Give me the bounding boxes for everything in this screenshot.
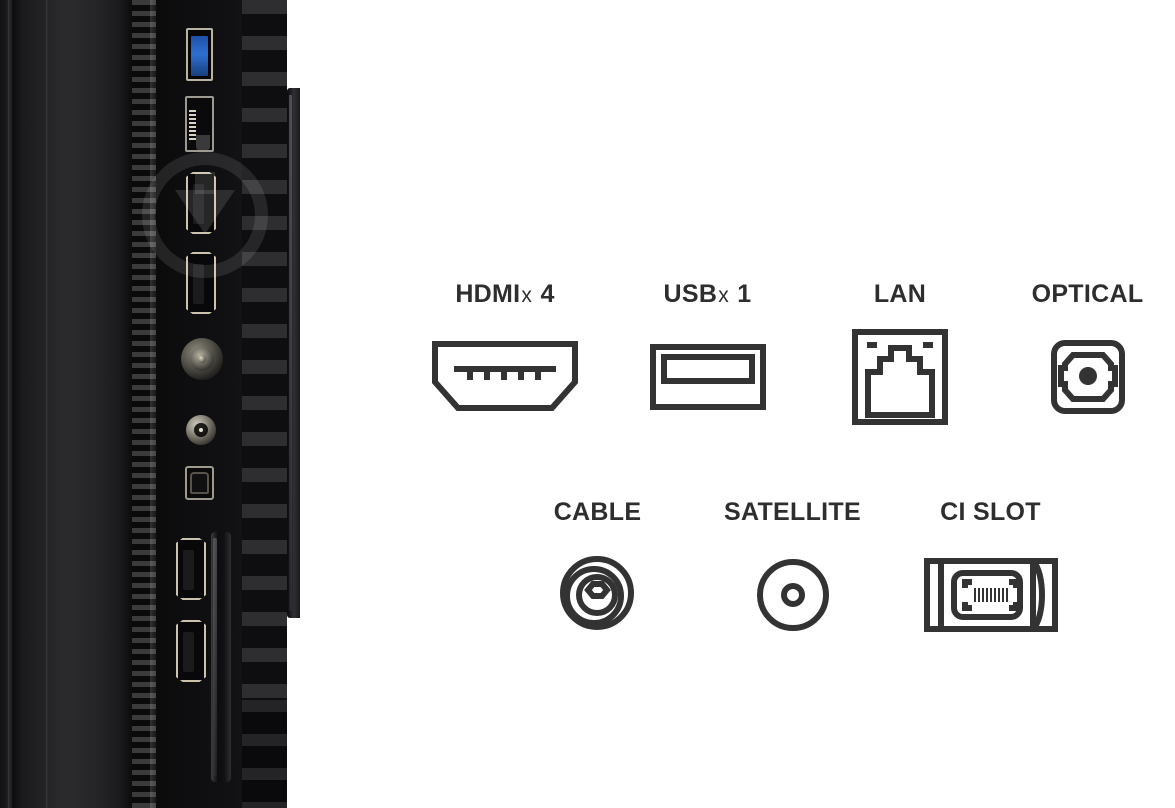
optical-label-text: OPTICAL — [1031, 280, 1144, 308]
spec-item-optical: OPTICAL — [1000, 282, 1175, 424]
cable-coax-icon — [559, 555, 634, 630]
hdmi-count: 4 — [540, 280, 555, 308]
photo-hdmi-slot-1 — [193, 184, 204, 224]
satellite-icon-wrap — [700, 547, 885, 642]
spec-item-cable: CABLE — [515, 500, 680, 642]
bezel-highlight-line — [46, 0, 48, 808]
spec-item-cislot: CI SLOT — [908, 500, 1073, 642]
photo-lan-contacts — [189, 110, 196, 140]
spec-label-cislot: CI SLOT — [908, 500, 1073, 525]
cislot-icon-wrap — [908, 547, 1073, 642]
photo-hdmi-slot-2 — [193, 264, 204, 304]
usb-count: 1 — [737, 280, 752, 308]
lan-icon-wrap — [820, 328, 980, 425]
usb-icon — [649, 343, 766, 410]
hdmi-icon — [432, 340, 578, 411]
photo-lan-tab — [196, 135, 210, 150]
photo-optical-port — [185, 466, 214, 500]
tv-front-bezel — [0, 0, 132, 808]
usb-label-text: USB — [663, 280, 718, 308]
photo-satellite-pin — [199, 428, 203, 432]
optical-icon — [1050, 339, 1125, 414]
hdmi-icon-wrap — [410, 329, 600, 424]
satellite-icon — [756, 558, 829, 631]
hdmi-multiplier: x — [521, 284, 533, 307]
spec-label-lan: LAN — [820, 282, 980, 307]
photo-ci-slot — [211, 532, 231, 782]
spec-label-cable: CABLE — [515, 500, 680, 525]
photo-ci-slot-lip — [213, 538, 217, 776]
ci-slot-icon — [923, 557, 1058, 632]
hdmi-label-text: HDMI — [455, 280, 521, 308]
photo-hdmi-slot-4 — [183, 632, 194, 672]
spec-item-lan: LAN — [820, 282, 980, 425]
chassis-rib-column — [242, 0, 287, 808]
back-cover-gloss — [289, 95, 292, 611]
grille-highlight — [150, 0, 158, 808]
photo-optical-insert — [190, 472, 209, 494]
cable-icon-wrap — [515, 547, 680, 642]
lan-label-text: LAN — [873, 280, 927, 308]
photo-coax-pin — [198, 355, 206, 363]
lan-icon — [852, 328, 948, 425]
cable-label-text: CABLE — [553, 498, 642, 526]
usb-icon-wrap — [620, 329, 795, 424]
cislot-label-text: CI SLOT — [940, 498, 1041, 526]
spec-label-hdmi: HDMIx 4 — [410, 282, 600, 307]
usb-multiplier: x — [718, 284, 730, 307]
tv-rear-panel-photo — [0, 0, 300, 808]
port-spec-grid: HDMIx 4 USBx 1 — [300, 0, 1175, 808]
satellite-label-text: SATELLITE — [724, 498, 861, 526]
spec-label-usb: USBx 1 — [620, 282, 795, 307]
bezel-edge-line — [8, 0, 9, 808]
ventilation-grille — [132, 0, 156, 808]
spec-item-satellite: SATELLITE — [700, 500, 885, 642]
spec-label-satellite: SATELLITE — [700, 500, 885, 525]
spec-item-hdmi: HDMIx 4 — [410, 282, 600, 424]
spec-item-usb: USBx 1 — [620, 282, 795, 424]
spec-label-optical: OPTICAL — [1000, 282, 1175, 307]
optical-icon-wrap — [1000, 329, 1175, 424]
back-cover-edge — [287, 88, 300, 618]
photo-hdmi-slot-3 — [183, 550, 194, 590]
chassis-rib-bottom — [242, 700, 287, 808]
photo-usb3-blue-insert — [191, 36, 208, 76]
